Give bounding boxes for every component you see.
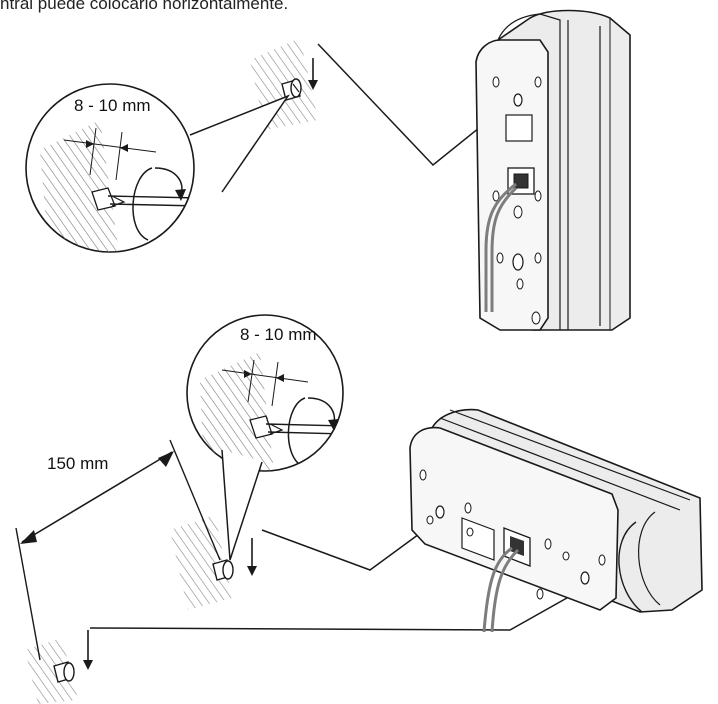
bottom-detail-circle xyxy=(186,314,344,472)
bottom-lower-wall-hatch xyxy=(25,638,78,704)
bottom-lower-down-arrow xyxy=(83,630,93,670)
bottom-upper-wall-screw xyxy=(212,559,234,581)
spacing-label: 150 mm xyxy=(47,454,109,473)
spacing-dimension xyxy=(15,439,221,661)
top-wall-screw xyxy=(281,78,302,101)
bottom-lower-wall-screw xyxy=(53,661,75,683)
caption-text: ntral puede colocarlo horizontalmente. xyxy=(0,0,289,13)
bottom-lower-leader xyxy=(89,584,591,631)
bottom-upper-down-arrow xyxy=(247,538,257,576)
horizontal-speaker xyxy=(409,408,703,633)
vertical-speaker xyxy=(475,9,631,331)
bottom-callout-tail xyxy=(221,449,263,561)
top-depth-label: 8 - 10 mm xyxy=(74,96,151,115)
bottom-upper-wall-hatch xyxy=(170,515,232,610)
top-callout-tail xyxy=(189,94,291,193)
bottom-depth-label: 8 - 10 mm xyxy=(240,325,317,344)
top-detail-circle xyxy=(25,83,195,253)
top-down-arrow xyxy=(308,58,318,90)
